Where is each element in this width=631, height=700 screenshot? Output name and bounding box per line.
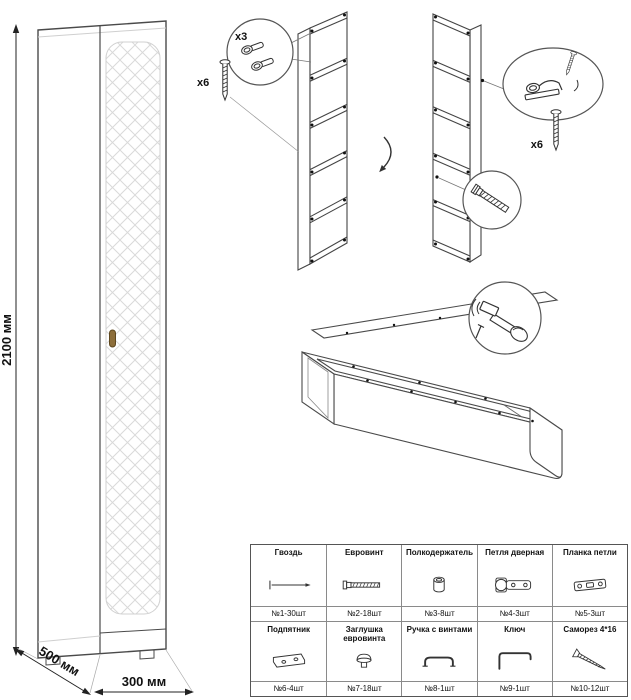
right-panel-assembly	[432, 13, 482, 264]
carcass-box	[301, 350, 563, 479]
width-label: 300 мм	[122, 674, 167, 689]
part-qty: №4-3шт	[477, 605, 552, 621]
door-quilt-pattern	[105, 41, 161, 615]
hammer-callout	[468, 281, 542, 355]
part-qty: №7-18шт	[327, 681, 402, 696]
part-qty: №1-30шт	[251, 605, 327, 621]
part-cell-door-hinge: Петля дверная №4-3шт	[476, 545, 552, 621]
euroscrew-count-left: x6	[197, 59, 300, 153]
door-hinge-icon	[478, 564, 552, 606]
part-name: Евровинт	[344, 548, 384, 557]
height-dimension: 2100 мм	[0, 24, 20, 656]
hinge-mounting-icon	[524, 79, 579, 101]
hinge-qty-label: x3	[235, 31, 247, 43]
part-name: Заглушка евровинта	[343, 624, 386, 643]
part-qty: №9-1шт	[477, 681, 552, 696]
fastener-dots-right-panel	[434, 15, 470, 261]
hinge-cup-icon	[241, 41, 274, 71]
part-name: Гвоздь	[274, 548, 303, 557]
width-dimension: 300 мм	[94, 649, 194, 696]
height-label: 2100 мм	[0, 314, 14, 366]
part-name: Саморез 4*16	[563, 624, 617, 634]
screw-count-right: x6	[531, 109, 562, 151]
screw-qty-right-label: x6	[531, 139, 543, 151]
screw-icon	[219, 59, 231, 101]
part-cell-euroscrew: Евровинт №2-18шт	[326, 545, 402, 621]
part-cell-foot: Подпятник №6-4шт	[251, 620, 327, 696]
part-name: Планка петли	[563, 548, 617, 557]
foot-icon	[251, 641, 326, 682]
hinge-callout: x3	[226, 18, 312, 86]
shelf-holder-icon	[402, 564, 476, 606]
screw-icon	[553, 641, 627, 682]
part-qty: №8-1шт	[402, 681, 477, 696]
part-qty: №10-12шт	[552, 681, 627, 696]
euroscrew-cap-icon	[327, 643, 401, 681]
part-cell-euroscrew-cap: Заглушка евровинта №7-18шт	[326, 620, 402, 696]
door-handle	[109, 329, 116, 348]
euroscrew-icon	[470, 183, 510, 214]
left-panel-assembly	[297, 11, 348, 271]
hinge-plate-icon	[553, 564, 627, 606]
join-arrow-icon	[379, 136, 392, 173]
part-name: Ручка с винтами	[406, 624, 473, 634]
hammer-icon	[471, 298, 528, 342]
part-name: Ключ	[504, 624, 526, 634]
part-qty: №6-4шт	[251, 681, 327, 696]
handle-icon	[402, 641, 476, 682]
part-cell-shelf-holder: Полкодержатель №3-8шт	[401, 545, 477, 621]
part-cell-hinge-plate: Планка петли №5-3шт	[551, 545, 627, 621]
part-cell-handle: Ручка с винтами №8-1шт	[401, 620, 477, 696]
parts-table: Гвоздь №1-30шт Евровинт	[250, 544, 628, 697]
fastener-dots-left-panel	[310, 13, 346, 263]
wardrobe-figure: 2100 мм 500 мм 300 мм	[0, 20, 194, 696]
euroscrew-icon	[327, 564, 401, 606]
nail-icon	[251, 564, 326, 606]
part-qty: №2-18шт	[327, 605, 402, 621]
part-name: Подпятник	[267, 624, 310, 634]
foot-left	[45, 655, 61, 666]
screw-qty-left-label: x6	[197, 77, 209, 89]
foot-right	[139, 649, 155, 660]
confirmat-callout	[435, 170, 522, 230]
part-name: Петля дверная	[485, 548, 545, 557]
fastener-dots-box	[352, 365, 534, 423]
hinge-plate-callout	[480, 47, 604, 121]
carcass-exploded-view: x3 x6	[197, 11, 604, 271]
hex-key-icon	[478, 641, 552, 682]
part-name: Полкодержатель	[405, 548, 474, 557]
part-qty: №5-3шт	[552, 605, 627, 621]
base-assembly-view	[301, 281, 563, 479]
part-cell-nail: Гвоздь №1-30шт	[251, 545, 327, 621]
part-qty: №3-8шт	[402, 605, 477, 621]
part-cell-screw: Саморез 4*16 №10-12шт	[551, 620, 627, 696]
part-cell-key: Ключ №9-1шт	[476, 620, 552, 696]
